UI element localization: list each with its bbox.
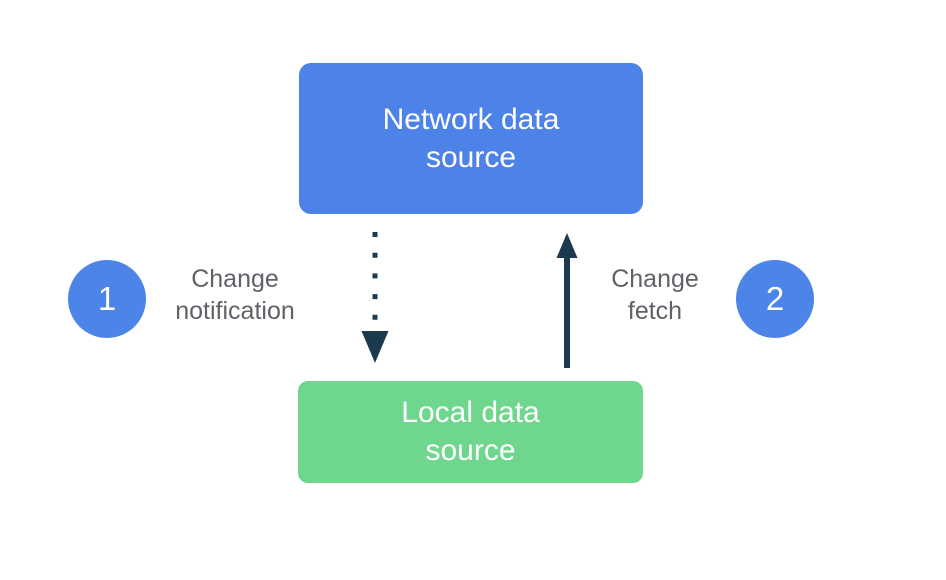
change-notification-label: Change notification [175, 265, 295, 325]
change-notification-dotted-down-arrow-icon [361, 232, 389, 363]
network-data-source-box: Network data source [299, 63, 643, 214]
step-1-badge: 1 [68, 260, 146, 338]
local-data-source-box: Local data source [298, 381, 643, 483]
change-fetch-solid-up-arrow-icon [556, 233, 578, 368]
step-2-badge: 2 [736, 260, 814, 338]
change-fetch-label: Change fetch [611, 265, 699, 325]
